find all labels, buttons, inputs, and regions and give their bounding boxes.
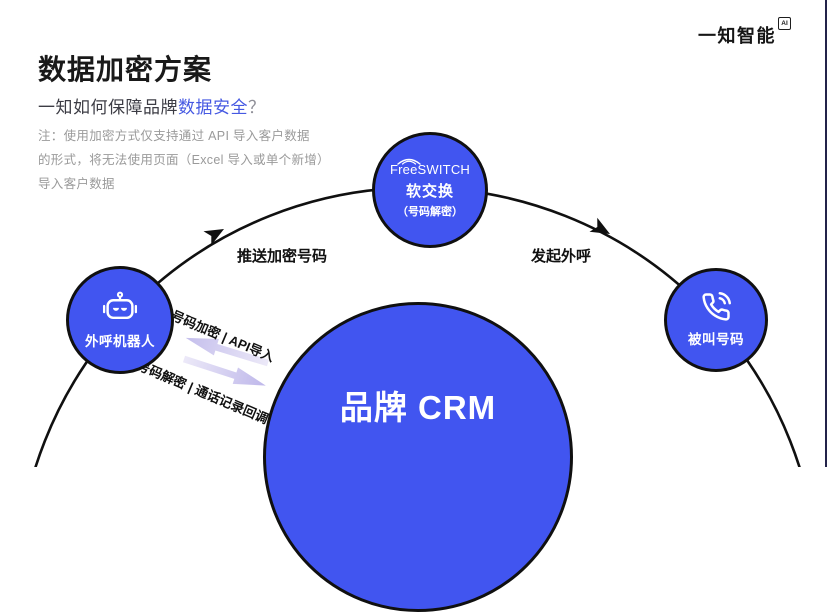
right-edge-rule [825, 0, 827, 467]
usage-note: 注：使用加密方式仅支持通过 API 导入客户数据 的形式，将无法使用页面（Exc… [38, 124, 330, 196]
node-outbound-robot: 外呼机器人 [66, 266, 174, 374]
freeswitch-wave-icon [397, 158, 421, 165]
subtitle-question-mark: ？ [248, 98, 266, 117]
note-line-1: 注：使用加密方式仅支持通过 API 导入客户数据 [38, 129, 310, 143]
robot-icon [102, 291, 138, 319]
edge-label-start-outbound-call: 发起外呼 [531, 248, 592, 265]
encrypt-arrow [185, 337, 269, 367]
freeswitch-wordmark: FreeSWITCH [390, 158, 470, 177]
phone-call-icon [702, 292, 731, 321]
decrypt-arrow [182, 355, 266, 386]
ai-badge-icon: AI [778, 17, 791, 30]
called-number-label: 被叫号码 [688, 332, 744, 347]
node-called-number: 被叫号码 [664, 268, 768, 372]
outbound-robot-label: 外呼机器人 [85, 333, 155, 349]
push-arrowhead [203, 229, 224, 246]
brand-crm-label: 品牌 CRM [339, 389, 497, 426]
page-subtitle: 一知如何保障品牌数据安全？ [38, 93, 266, 118]
edge-label-push-encrypted-number: 推送加密号码 [237, 248, 328, 265]
note-line-3: 导入客户数据 [38, 177, 115, 191]
node-brand-crm: 品牌 CRM [263, 302, 573, 612]
subtitle-highlight: 数据安全 [178, 98, 248, 117]
freeswitch-name: FreeSWITCH [390, 161, 470, 177]
brand-logo: 一知智能 AI [698, 17, 791, 48]
softswitch-label: 软交换 [405, 182, 454, 200]
brand-logo-text: 一知智能 [698, 26, 776, 46]
note-line-2: 的形式，将无法使用页面（Excel 导入或单个新增） [38, 153, 330, 167]
node-freeswitch: FreeSWITCH 软交换 （号码解密） [372, 132, 488, 248]
outbound-arrowhead [589, 217, 610, 234]
number-decrypt-sublabel: （号码解密） [397, 205, 463, 218]
page-title: 数据加密方案 [38, 54, 213, 85]
subtitle-prefix: 一知如何保障品牌 [38, 98, 178, 117]
